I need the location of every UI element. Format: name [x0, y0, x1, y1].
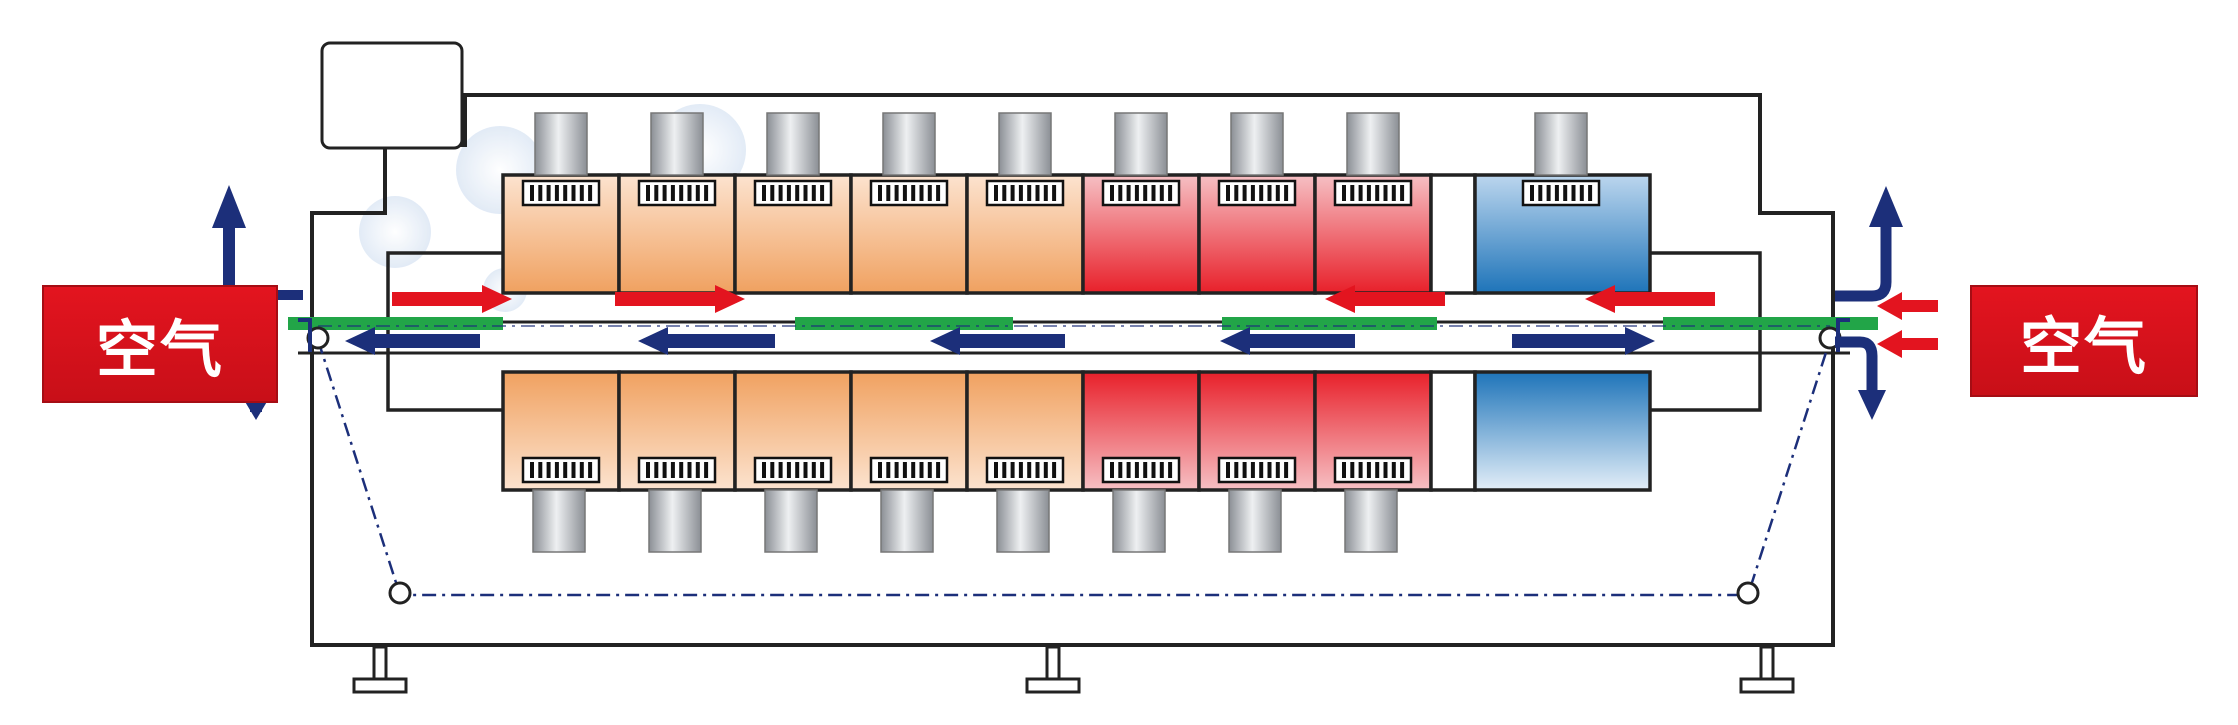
fan-motor-icon — [880, 489, 934, 553]
heater-grille-icon — [1217, 456, 1297, 484]
cooling-zone-bottom — [1473, 370, 1652, 492]
heater-grille-icon — [1101, 456, 1181, 484]
heater-grille-icon — [1333, 456, 1413, 484]
support-leg-icon — [1739, 645, 1795, 694]
heater-grille-icon — [637, 456, 717, 484]
support-leg-icon — [352, 645, 408, 694]
air-inlet-label-right: 空气 — [1970, 285, 2198, 397]
fan-motor-icon — [996, 489, 1050, 553]
oven-outer-frame — [310, 93, 1835, 647]
fan-motor-icon — [1228, 489, 1282, 553]
incoming-air-arrows — [1877, 292, 1938, 358]
fan-motor-icon — [998, 112, 1052, 176]
air-flow-arrow-icon — [1512, 327, 1655, 355]
fan-motor-icon — [650, 112, 704, 176]
support-leg-icon — [1025, 645, 1081, 694]
air-flow-arrow-icon — [1585, 285, 1715, 313]
fan-motor-icon — [648, 489, 702, 553]
heater-grille-icon — [985, 456, 1065, 484]
air-flow-arrow-heads — [1858, 186, 1903, 420]
air-flow-arrow-icon — [638, 327, 775, 355]
air-flow-arrow-icon — [930, 327, 1065, 355]
exhaust-arrows — [345, 327, 1655, 355]
upper-heating-zones — [501, 173, 1652, 295]
heater-grille-icon — [869, 456, 949, 484]
fan-motor-icon — [882, 112, 936, 176]
fan-motor-icon — [1534, 112, 1588, 176]
fan-motor-icon — [1112, 489, 1166, 553]
heater-grille-icon — [637, 179, 717, 207]
fan-motors — [532, 112, 1588, 553]
heater-grille-icon — [869, 179, 949, 207]
heater-grille-icon — [521, 179, 601, 207]
fan-motor-icon — [1114, 112, 1168, 176]
tunnel-frame — [386, 251, 1762, 412]
air-inlet-label-left: 空气 — [42, 285, 278, 403]
fan-motor-icon — [1346, 112, 1400, 176]
air-flow-arrow-icon — [1220, 327, 1355, 355]
air-flow-arrow-icon — [1325, 285, 1445, 313]
heater-grille-icon — [753, 456, 833, 484]
air-flow-arrow-icon — [392, 285, 512, 313]
heater-grille-icon — [1333, 179, 1413, 207]
fan-motor-icon — [532, 489, 586, 553]
heater-grille-icon — [985, 179, 1065, 207]
lower-heating-zones — [501, 370, 1652, 492]
support-legs — [352, 645, 1795, 694]
fan-motor-icon — [766, 112, 820, 176]
air-flow-arrow-icon — [615, 285, 745, 313]
heater-grille-icon — [1101, 179, 1181, 207]
chain-return-path — [316, 339, 1832, 597]
fan-motor-icon — [1230, 112, 1284, 176]
heater-grille-icon — [1217, 179, 1297, 207]
air-flow-arrow-icon — [345, 327, 480, 355]
heater-grille-icon — [521, 456, 601, 484]
heater-grille-icon — [1521, 179, 1601, 207]
heater-grille-icon — [753, 179, 833, 207]
zone-separator-top — [1429, 173, 1477, 295]
fan-motor-icon — [764, 489, 818, 553]
hot-air-arrows — [392, 285, 1715, 313]
fan-motor-icon — [534, 112, 588, 176]
fan-motor-icon — [1344, 489, 1398, 553]
control-box-icon — [320, 41, 464, 150]
air-flow-arrow-icon — [1835, 225, 1892, 392]
zone-separator-bottom — [1429, 370, 1477, 492]
